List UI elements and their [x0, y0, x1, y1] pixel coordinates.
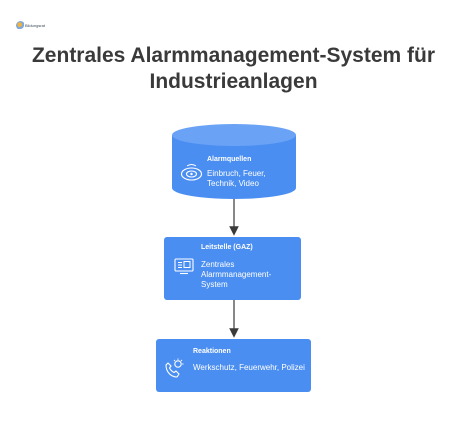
node-leitstelle-description: Zentrales Alarmmanagement-System [201, 260, 272, 289]
logo: Bildungsrat [16, 21, 46, 30]
logo-text: Bildungsrat [25, 23, 46, 28]
node-leitstelle-heading: Leitstelle (GAZ) [201, 244, 253, 251]
node-reaktionen-shape [156, 339, 311, 392]
logo-mark-icon [16, 21, 25, 30]
node-alarmquellen-shape [172, 124, 296, 199]
node-alarmquellen: Alarmquellen Einbruch, Feuer, Technik, V… [207, 155, 293, 189]
node-alarmquellen-description: Einbruch, Feuer, Technik, Video [207, 169, 266, 188]
node-reaktionen: Reaktionen Werkschutz, Feuerwehr, Polize… [193, 347, 308, 373]
page-title: Zentrales Alarmmanagement-System für Ind… [31, 44, 436, 93]
sensor-icon [180, 164, 203, 181]
emergency-call-icon [165, 358, 184, 378]
node-leitstelle: Leitstelle (GAZ) Zentrales Alarmmanageme… [201, 243, 297, 290]
node-alarmquellen-heading: Alarmquellen [207, 156, 252, 163]
node-leitstelle-shape [164, 237, 301, 300]
node-reaktionen-description: Werkschutz, Feuerwehr, Polizei [193, 363, 305, 372]
node-reaktionen-heading: Reaktionen [193, 348, 231, 355]
monitor-icon [174, 258, 194, 275]
